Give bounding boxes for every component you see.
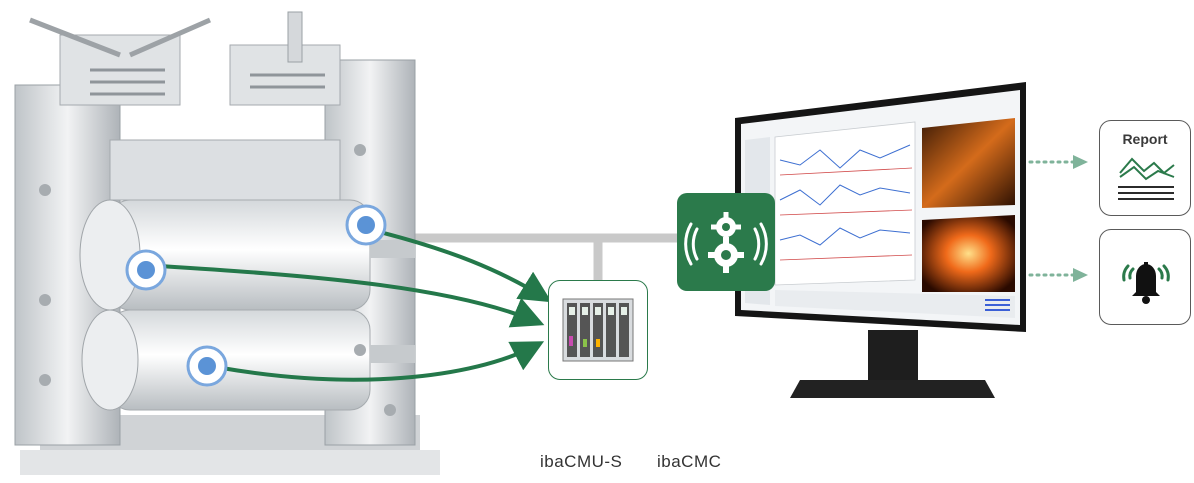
sensor-icon bbox=[345, 204, 387, 246]
sensor-icon bbox=[186, 345, 228, 387]
ibaCMC-label: ibaCMC bbox=[657, 452, 722, 471]
ibaCMU-S-hardware-icon bbox=[548, 280, 648, 380]
hardware-module-icon bbox=[562, 298, 634, 362]
alarm-bell-icon bbox=[1122, 262, 1170, 304]
ibaCMU-S-label: ibaCMU-S bbox=[540, 452, 623, 471]
report-icon bbox=[1118, 157, 1175, 200]
gears-icon bbox=[677, 193, 775, 291]
report-title: Report bbox=[1122, 131, 1168, 147]
alarm-card bbox=[1099, 229, 1191, 325]
report-card: Report bbox=[1099, 120, 1191, 216]
sensor-icon bbox=[125, 249, 167, 291]
